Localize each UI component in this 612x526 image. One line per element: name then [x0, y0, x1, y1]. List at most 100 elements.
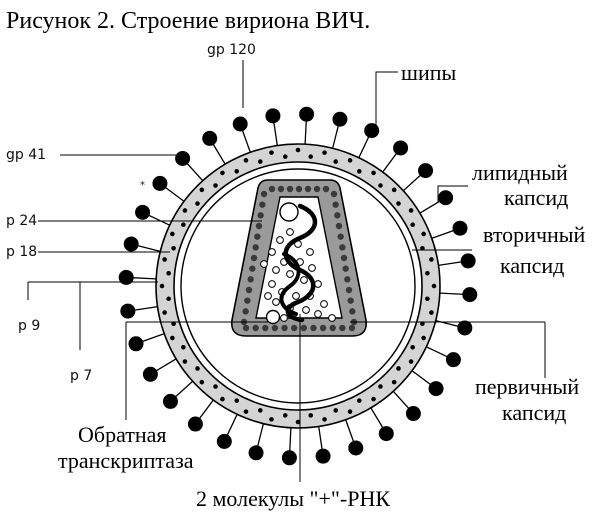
- label-secondary-line2: капсид: [500, 253, 564, 278]
- capsid-dot: [244, 297, 251, 304]
- membrane-dot: [322, 150, 327, 155]
- capsid-dot: [286, 185, 294, 193]
- nucleocapsid-protein: [328, 314, 336, 322]
- capsid-dot: [337, 233, 344, 240]
- nucleocapsid-protein: [292, 292, 300, 300]
- capsid-dot: [250, 254, 258, 262]
- spike: [248, 421, 265, 461]
- membrane-dot: [421, 231, 426, 237]
- label-rt-line1: Обратная: [78, 422, 167, 447]
- membrane-dot: [396, 201, 401, 206]
- capsid-dot: [257, 212, 264, 219]
- label-spikes: шипы: [401, 60, 456, 85]
- nucleocapsid-protein: [302, 306, 310, 314]
- membrane-dot: [243, 158, 249, 163]
- membrane-protein-dots: [159, 147, 437, 425]
- capsid-dot: [342, 265, 349, 272]
- membrane-dot: [421, 335, 426, 341]
- capsid-dot: [249, 265, 256, 272]
- capsid-dot: [300, 324, 308, 332]
- membrane-dot: [182, 359, 188, 364]
- capsid-dot: [347, 297, 354, 304]
- membrane-dot: [429, 257, 434, 262]
- membrane-dot: [282, 413, 288, 418]
- membrane-dot: [391, 187, 397, 193]
- label-lipid-line1: липидный: [472, 160, 568, 185]
- membrane-dot: [356, 398, 362, 403]
- nucleocapsid-protein: [264, 292, 272, 300]
- capsid-dot: [252, 324, 259, 332]
- secondary-capsid-ring: [180, 168, 416, 404]
- spike: [120, 303, 160, 319]
- spike: [357, 123, 380, 160]
- membrane-dot: [170, 231, 175, 237]
- nucleocapsid-protein: [268, 248, 276, 256]
- membrane-dot: [195, 366, 200, 371]
- membrane-dot: [170, 335, 175, 341]
- capsid-dot: [344, 276, 351, 283]
- label-p24: p 24: [6, 213, 37, 229]
- membrane-dot: [408, 208, 414, 213]
- capsid-dot: [271, 324, 279, 332]
- label-secondary-line1: вторичный: [483, 222, 586, 247]
- membrane-dot: [269, 150, 274, 155]
- capsid-dot: [330, 190, 338, 198]
- membrane-dot: [391, 379, 397, 385]
- spike: [152, 175, 187, 204]
- membrane-dot: [308, 154, 314, 159]
- label-lipid-line2: капсид: [504, 185, 568, 210]
- capsid-dot: [319, 324, 327, 332]
- capsid-dot: [281, 324, 288, 332]
- spike: [380, 140, 409, 175]
- nucleocapsid-protein: [320, 300, 328, 308]
- membrane-dot: [234, 169, 240, 174]
- capsid-dot: [348, 324, 356, 332]
- membrane-dot: [257, 159, 263, 164]
- spike: [135, 204, 172, 227]
- membrane-dot: [171, 321, 176, 327]
- capsid-dot: [262, 324, 269, 332]
- label-primary-line1: первичный: [475, 374, 579, 399]
- capsid-dot: [313, 185, 321, 193]
- membrane-dot: [333, 408, 339, 413]
- nucleocapsid-protein: [306, 248, 314, 256]
- spike: [281, 425, 297, 466]
- membrane-dot: [371, 396, 376, 402]
- label-gp41: gp 41: [6, 147, 46, 163]
- leader-p9: [27, 281, 158, 300]
- leader-rt: [125, 321, 268, 420]
- membrane-dot: [182, 208, 188, 213]
- capsid-dot: [349, 308, 356, 315]
- membrane-dot: [162, 257, 167, 262]
- nucleocapsid-protein: [272, 266, 280, 274]
- capsid-dot: [340, 254, 348, 262]
- nucleocapsid-protein: [308, 264, 316, 272]
- leader-primary: [350, 321, 546, 378]
- capsid-dot: [345, 286, 353, 294]
- membrane-dot: [356, 169, 362, 174]
- rna-strand-2: [279, 252, 301, 316]
- capsid-dot: [242, 324, 250, 332]
- spike: [436, 253, 476, 269]
- spike: [424, 345, 461, 368]
- label-rt-line2: транскриптаза: [58, 448, 194, 473]
- membrane-dot: [257, 408, 263, 413]
- membrane-dot: [429, 310, 434, 315]
- membrane-dot: [378, 384, 383, 389]
- capsid-dot: [254, 233, 261, 240]
- membrane-dot: [431, 283, 437, 289]
- capsid-dot: [255, 222, 263, 230]
- nucleocapsid-protein: [272, 298, 280, 306]
- spike: [391, 389, 421, 422]
- capsid-dot: [295, 185, 303, 193]
- leader-lipid: [437, 185, 468, 202]
- membrane-dot: [396, 366, 401, 371]
- spike: [128, 332, 167, 352]
- membrane-dot: [234, 398, 240, 403]
- nucleocapsid-protein: [260, 260, 268, 268]
- spike: [417, 190, 454, 215]
- membrane-dot: [333, 159, 339, 164]
- spike: [344, 417, 364, 456]
- label-rna: 2 молекулы "+"-РНК: [196, 486, 390, 511]
- membrane-dot: [181, 344, 186, 350]
